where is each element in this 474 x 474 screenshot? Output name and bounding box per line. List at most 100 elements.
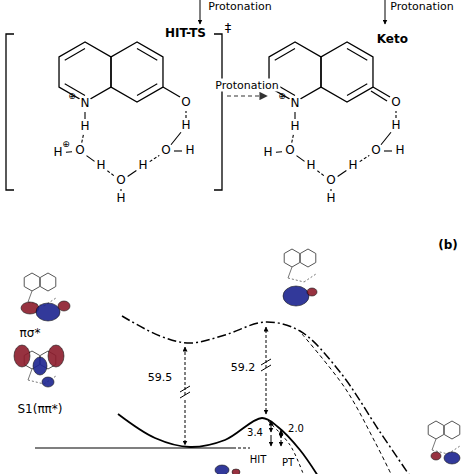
energy-curve <box>268 421 304 474</box>
axis-break <box>261 365 271 371</box>
energy-label: 3.4 <box>247 427 263 438</box>
bond-line <box>28 380 44 384</box>
bond-line <box>171 132 181 145</box>
atom-label: H <box>326 192 335 205</box>
reaction-label: ‡ <box>225 21 232 35</box>
gap-arrow <box>185 400 186 445</box>
ring <box>284 249 300 267</box>
gap-arrow <box>281 440 282 446</box>
orbital-lobe <box>33 357 47 375</box>
ring <box>321 42 373 102</box>
double-bond <box>347 84 367 96</box>
atom-label: O <box>326 174 335 187</box>
hydrogen-bond <box>185 111 186 118</box>
orbital-lobe <box>431 452 441 460</box>
bracket <box>6 34 14 190</box>
bond-line <box>174 150 182 151</box>
ring <box>444 421 460 439</box>
double-bond <box>65 49 85 61</box>
atom-label: O <box>181 96 190 109</box>
axis-break <box>180 392 190 398</box>
reaction-arrow <box>227 95 267 96</box>
bond-line <box>294 112 295 119</box>
edge-label: Protonation <box>213 79 280 92</box>
ring <box>269 42 321 102</box>
hydrogen-bond <box>395 111 396 118</box>
atom-label: ⊕ <box>62 140 70 150</box>
orbital-lobe <box>232 469 240 474</box>
energy-label: πσ* <box>20 327 41 340</box>
hydrogen-bond <box>150 155 160 161</box>
atom-label: H <box>391 119 400 132</box>
orbital-lobe <box>36 303 60 321</box>
double-bond <box>371 91 387 101</box>
bond-line <box>381 132 391 145</box>
hydrogen-bond <box>292 135 294 143</box>
orbital-lobe <box>14 345 30 367</box>
bond-line <box>288 267 292 278</box>
structure-name: HIT-TS <box>165 26 206 40</box>
bond-line <box>330 189 331 191</box>
axis-break <box>180 386 190 392</box>
bond-line <box>163 87 180 97</box>
bond-line <box>297 156 305 162</box>
atom-label: H <box>395 144 404 157</box>
bond-line <box>288 278 304 282</box>
bond-line <box>84 112 85 119</box>
bond-line <box>28 291 32 302</box>
atom-label: H <box>181 119 190 132</box>
bond-line <box>384 150 392 151</box>
energy-curve <box>118 414 318 474</box>
reaction-label: Protonation <box>208 1 271 13</box>
atom-label: H <box>53 146 62 159</box>
double-bond <box>275 49 295 61</box>
atom-patch <box>78 96 92 110</box>
bond-line <box>28 369 32 380</box>
hydrogen-bond <box>360 155 370 161</box>
ring <box>24 273 40 291</box>
gap-arrow <box>281 430 282 438</box>
energy-label: 59.5 <box>148 372 173 384</box>
gap-arrow <box>266 373 267 414</box>
hydrogen-bond <box>82 135 84 143</box>
energy-label: (b) <box>438 239 458 252</box>
orbital-lobe <box>283 286 309 306</box>
gap-arrow <box>271 421 272 432</box>
energy-label: 59.2 <box>231 362 256 374</box>
hydrogen-bond <box>317 171 324 176</box>
atom-label: ⊕ <box>278 92 286 102</box>
ring <box>300 249 316 267</box>
structure-name: Keto <box>377 32 408 46</box>
atom-label: H <box>116 192 125 205</box>
orbital-lobe <box>215 465 229 474</box>
bond-line <box>276 151 282 153</box>
atom-label: O <box>161 144 170 157</box>
ring <box>428 421 444 439</box>
orbital-lobe <box>444 452 460 464</box>
orbital-lobe <box>307 288 317 296</box>
bond-line <box>338 171 347 177</box>
energy-label: 2.0 <box>288 423 304 434</box>
atom-label: H <box>348 159 357 172</box>
double-bond <box>137 49 157 61</box>
bond-line <box>87 156 95 162</box>
atom-label: H <box>96 159 105 172</box>
atom-label: H <box>138 159 147 172</box>
bond-line <box>432 439 436 450</box>
ring <box>111 42 163 102</box>
atom-label: H <box>80 120 89 133</box>
gap-arrow <box>185 347 186 395</box>
energy-curve <box>302 334 392 474</box>
gap-arrow <box>271 435 272 446</box>
drawing <box>6 0 460 474</box>
orbital-lobe <box>58 301 70 311</box>
energy-curve <box>122 316 410 474</box>
atom-label: ⊕ <box>68 92 76 102</box>
bond-line <box>373 87 390 97</box>
energy-label: PT <box>282 457 294 468</box>
atom-label: O <box>285 144 294 157</box>
atom-label: H <box>263 146 272 159</box>
bond-line <box>66 151 72 153</box>
axis-break <box>261 359 271 365</box>
